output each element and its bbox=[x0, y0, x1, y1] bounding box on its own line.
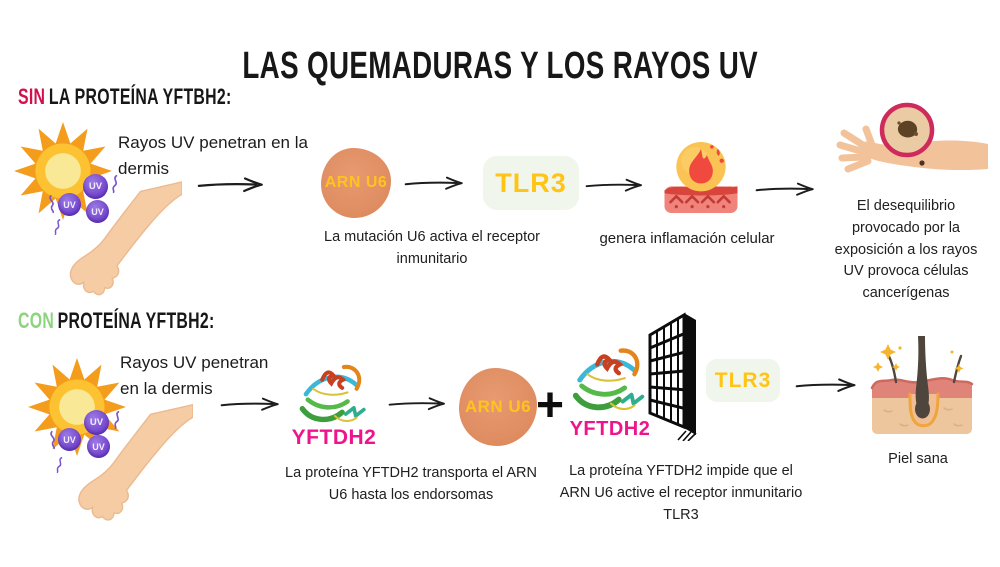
uv-particle-badge: UV bbox=[87, 435, 110, 458]
arrow-icon bbox=[388, 396, 452, 411]
arrow-icon bbox=[404, 175, 470, 191]
arrow-icon bbox=[220, 396, 286, 412]
protein-ribbon-icon bbox=[292, 358, 376, 434]
uv-particle-badge: UV bbox=[86, 200, 109, 223]
arrow-icon bbox=[197, 176, 271, 193]
arrow-icon bbox=[795, 377, 863, 393]
arm-icon bbox=[58, 396, 193, 530]
protein-label: YFTDH2 bbox=[291, 426, 377, 449]
section-label-con-rest: PROTEÍNA YFTBH2: bbox=[57, 308, 215, 333]
tlr3-badge: TLR3 bbox=[483, 156, 579, 210]
caption-line: U6 hasta los endorsomas bbox=[328, 486, 494, 503]
uv-particle-badge: UV bbox=[58, 428, 81, 451]
caption-line: La mutación U6 activa el receptor bbox=[324, 229, 540, 245]
row1-intro-line2: dermis bbox=[118, 159, 170, 179]
row2-block-caption: La proteína YFTDH2 impide que el ARN U6 … bbox=[559, 461, 803, 526]
arrow-icon bbox=[755, 181, 821, 197]
row1-intro-line1: Rayos UV penetran en la bbox=[118, 133, 308, 152]
uv-particle-badge: UV bbox=[58, 193, 81, 216]
protein-label: YFTDH2 bbox=[569, 418, 651, 440]
caption-line: cancerígenas bbox=[862, 285, 950, 301]
arrow-icon bbox=[585, 177, 649, 193]
row2-healthy-caption: Piel sana bbox=[888, 451, 948, 467]
uv-particle-badge: UV bbox=[83, 174, 108, 199]
melanoma-arm-icon bbox=[836, 98, 994, 190]
caption-line: ARN U6 active el receptor inmunitario bbox=[559, 484, 803, 501]
caption-line: provocado por la bbox=[851, 219, 960, 236]
row1-result-caption: El desequilibrio provocado por la exposi… bbox=[814, 196, 998, 305]
tlr3-badge: TLR3 bbox=[706, 359, 780, 402]
arn-u6-blob: ARN U6 bbox=[459, 368, 537, 446]
arn-u6-blob: ARN U6 bbox=[321, 148, 391, 218]
caption-line: TLR3 bbox=[663, 506, 699, 523]
section-label-con-prefix: CON bbox=[18, 308, 55, 333]
caption-line: UV provoca células bbox=[843, 263, 969, 280]
plus-sign: + bbox=[536, 379, 565, 432]
inflamed-skin-flame-icon bbox=[662, 141, 740, 216]
caption-line: El desequilibrio bbox=[856, 198, 956, 214]
row2-intro-line1: Rayos UV penetran bbox=[120, 353, 269, 372]
row1-arn-caption: La mutación U6 activa el receptor inmuni… bbox=[312, 227, 552, 271]
page-title: LAS QUEMADURAS Y LOS RAYOS UV bbox=[0, 45, 1000, 88]
section-label-sin-rest: LA PROTEÍNA YFTBH2: bbox=[48, 84, 232, 109]
row1-intro-text: Rayos UV penetran en la dermis bbox=[118, 130, 326, 183]
row2-intro-line2: en la dermis bbox=[120, 379, 213, 399]
caption-line: La proteína YFTDH2 impide que el bbox=[569, 463, 793, 479]
caption-line: La proteína YFTDH2 transporta el ARN bbox=[285, 465, 537, 481]
row2-transport-caption: La proteína YFTDH2 transporta el ARN U6 … bbox=[278, 463, 544, 507]
uv-particle-badge: UV bbox=[84, 410, 109, 435]
page-title-text: LAS QUEMADURAS Y LOS RAYOS UV bbox=[242, 45, 758, 87]
healthy-skin-icon bbox=[866, 336, 978, 440]
section-label-sin-prefix: SIN bbox=[18, 84, 46, 109]
caption-line: inmunitario bbox=[396, 250, 468, 267]
protein-ribbon-icon bbox=[566, 338, 654, 426]
barrier-grid-icon bbox=[646, 311, 700, 441]
row2-intro-text: Rayos UV penetran en la dermis bbox=[120, 350, 306, 403]
row1-inflammation-caption: genera inflamación celular bbox=[599, 230, 775, 247]
caption-line: exposición a los rayos bbox=[834, 241, 978, 258]
